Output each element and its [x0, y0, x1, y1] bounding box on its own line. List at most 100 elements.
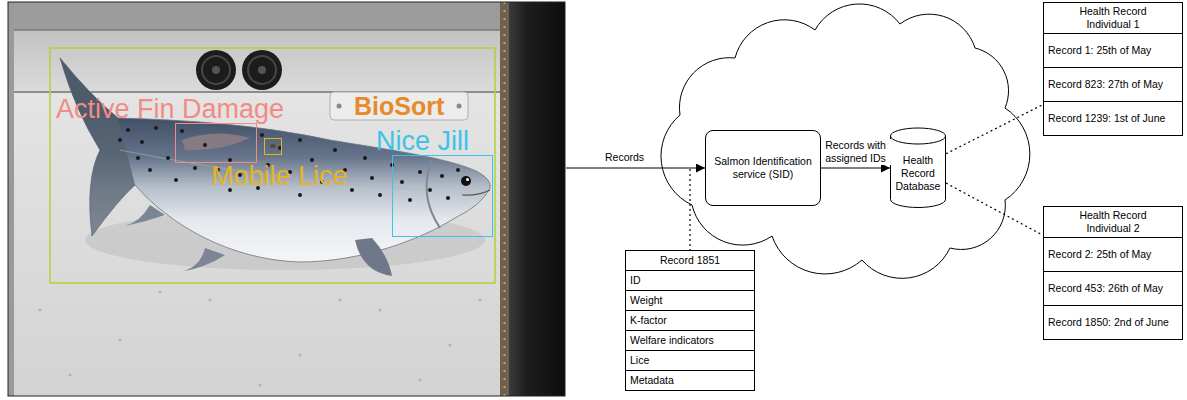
table-header: Record 1851 — [626, 251, 754, 270]
edge-label: Records with assigned IDs — [821, 139, 891, 165]
floor-speckles — [158, 290, 161, 293]
connector-plugs — [248, 56, 276, 84]
salmon-spots — [333, 148, 337, 152]
connector-plugs — [196, 50, 282, 90]
floor-speckles — [338, 298, 341, 301]
table-row: Record 2: 25th of May — [1044, 237, 1182, 271]
cylinder-outline — [891, 136, 946, 144]
salmon-photo — [8, 2, 565, 396]
salmon-figure — [60, 58, 490, 262]
salmon-spots — [260, 133, 264, 137]
salmon-spots — [363, 156, 367, 160]
dotted-link — [946, 105, 1043, 154]
salmon-spots — [166, 156, 170, 160]
salmon-spots — [140, 140, 144, 144]
salmon-photo — [8, 30, 500, 92]
table-row: Record 1850: 2nd of June — [1044, 305, 1182, 339]
salmon-spots — [126, 128, 130, 132]
cylinder-outline — [891, 128, 946, 208]
arrow-label: Records — [605, 151, 644, 164]
salmon-figure — [60, 58, 490, 276]
detection-label: Nice Jill — [376, 127, 469, 155]
salmon-spots — [298, 138, 302, 142]
salmon-photo — [8, 2, 565, 396]
floor-speckles — [118, 338, 121, 341]
salmon-spots — [418, 170, 422, 174]
connector-plugs — [202, 56, 230, 84]
floor-speckles — [478, 298, 481, 301]
records-arrow — [566, 168, 705, 169]
table-row: Weight — [626, 290, 754, 310]
table-row: Welfare indicators — [626, 330, 754, 350]
detection-box: Active Fin Damage — [175, 123, 257, 163]
dotted-leader — [689, 169, 690, 250]
salmon-photo — [500, 2, 509, 396]
salmon-figure — [180, 248, 225, 272]
salmon-figure — [125, 205, 165, 226]
dotted-link — [946, 183, 1043, 235]
floor-speckles — [418, 378, 421, 381]
cloud-outline — [661, 4, 1030, 278]
salmon-photo — [8, 29, 500, 31]
salmon-spots — [148, 168, 152, 172]
table-row: Lice — [626, 350, 754, 370]
salmon-spots — [400, 180, 404, 184]
connector-plugs — [242, 50, 282, 90]
logo-plate — [457, 104, 462, 109]
salmon-spots — [370, 176, 374, 180]
salmon-spots — [378, 193, 382, 197]
floor-speckles — [298, 353, 301, 356]
table-row: Metadata — [626, 370, 754, 390]
connector-plugs — [212, 66, 220, 74]
database-label: Health Record Database — [893, 154, 943, 193]
salmon-figure — [427, 160, 440, 228]
salmon-figure — [466, 178, 469, 181]
process-box: Salmon Identification service (SID) — [705, 130, 821, 206]
process-label: Salmon Identification service (SID) — [712, 155, 814, 181]
database-cylinder: Health Record Database — [890, 128, 946, 208]
logo-plate — [330, 92, 468, 120]
salmon-spots — [440, 174, 444, 178]
salmon-photo — [8, 2, 565, 396]
salmon-spots — [193, 166, 197, 170]
table-row: Record 1: 25th of May — [1044, 33, 1182, 67]
table-row: Record 1239: 1st of June — [1044, 101, 1182, 135]
salmon-spots — [136, 156, 140, 160]
record-table: Health Record Individual 2Record 2: 25th… — [1043, 206, 1183, 340]
floor-speckles — [38, 308, 41, 311]
salmon-figure — [461, 176, 471, 186]
salmon-figure — [462, 190, 490, 195]
salmon-spots — [350, 188, 354, 192]
salmon-photo — [8, 2, 500, 30]
salmon-spots — [180, 129, 184, 133]
floor-speckles — [38, 290, 481, 386]
salmon-spots — [456, 168, 460, 172]
table-row: ID — [626, 270, 754, 290]
fish-bounding-box — [50, 48, 495, 283]
floor-speckles — [208, 298, 211, 301]
floor-speckles — [258, 383, 261, 386]
floor-speckles — [378, 308, 381, 311]
floor-speckles — [68, 373, 71, 376]
salmon-spots — [408, 198, 412, 202]
salmon-figure — [270, 144, 276, 148]
table-row: K-factor — [626, 310, 754, 330]
record-table: Record 1851IDWeightK-factorWelfare indic… — [625, 250, 755, 391]
salmon-spots — [428, 188, 432, 192]
table-row: Record 823: 27th of May — [1044, 67, 1182, 101]
table-header: Health Record Individual 2 — [1044, 207, 1182, 237]
logo-plate — [330, 92, 468, 120]
detection-box: Nice Jill — [392, 155, 493, 237]
salmon-figure — [60, 58, 135, 236]
detection-label: Active Fin Damage — [56, 95, 284, 123]
logo-plate — [337, 104, 342, 109]
data-arrow — [821, 168, 890, 169]
logo-text: BioSort — [354, 92, 444, 120]
salmon-photo — [504, 2, 506, 396]
record-table: Health Record Individual 1Record 1: 25th… — [1043, 2, 1183, 136]
salmon-spots — [174, 178, 178, 182]
salmon-spots — [118, 138, 122, 142]
